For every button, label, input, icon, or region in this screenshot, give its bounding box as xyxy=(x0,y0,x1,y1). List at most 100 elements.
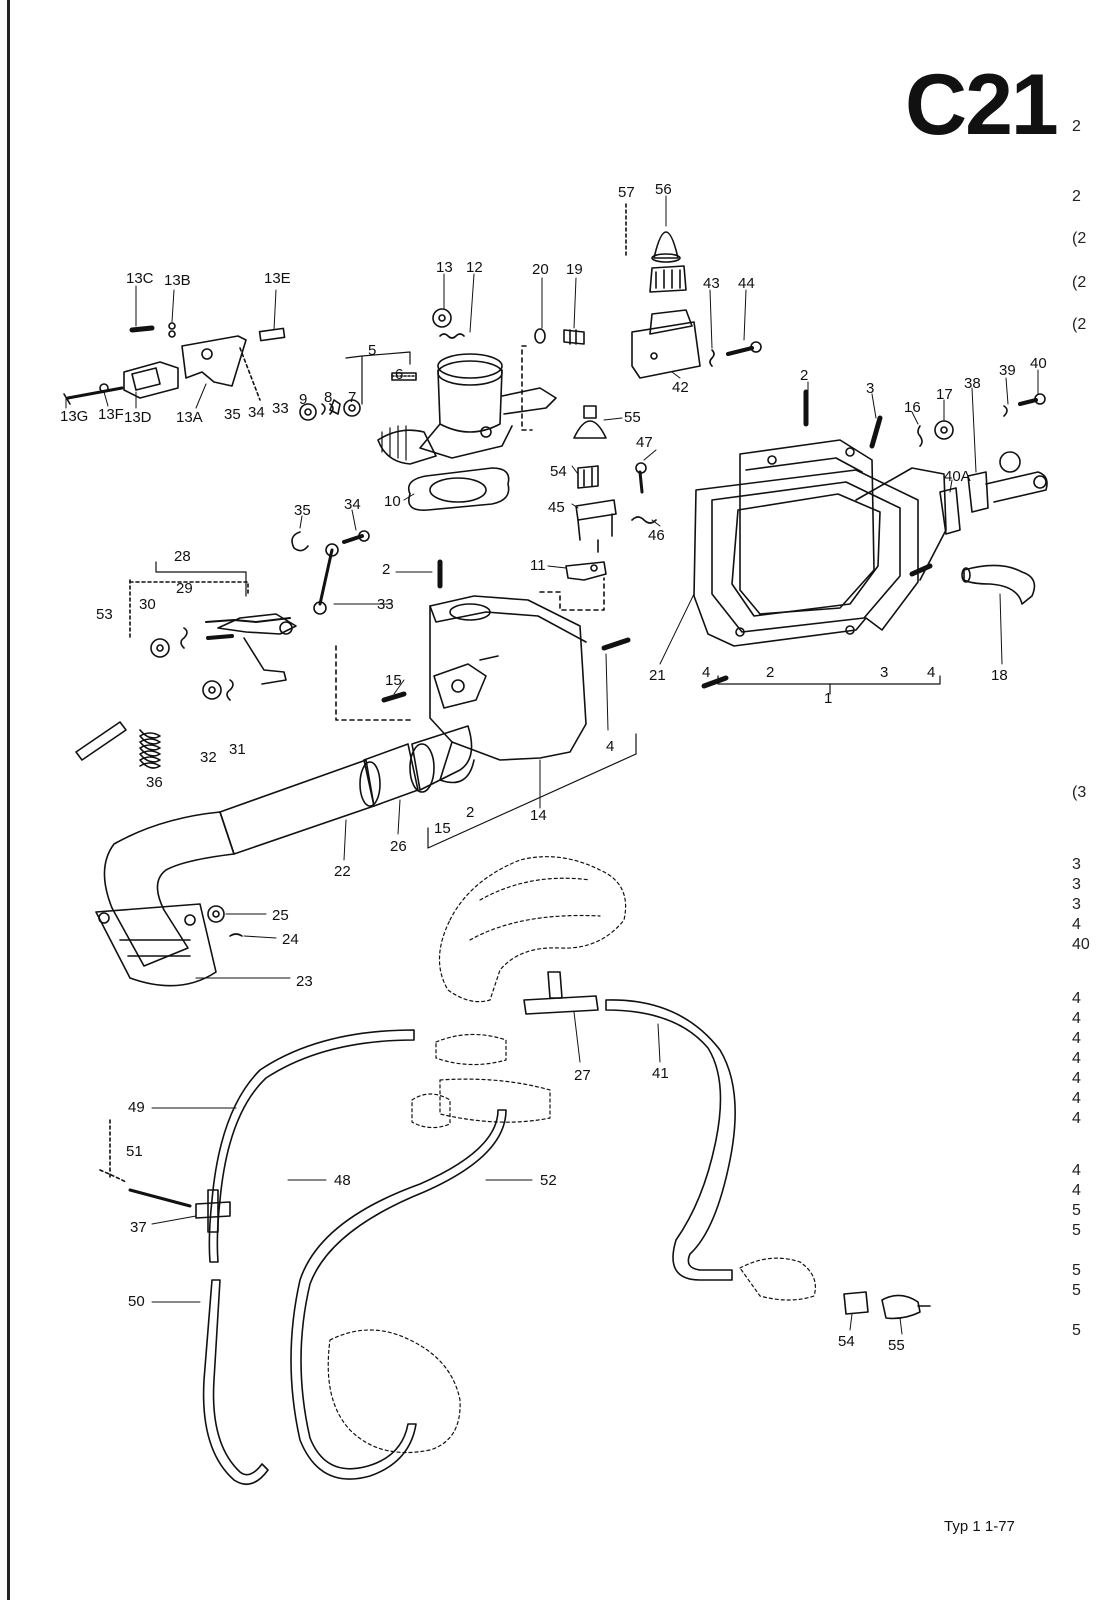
callout-23: 23 xyxy=(296,973,313,990)
tee-connector xyxy=(523,971,736,1281)
callout-11: 11 xyxy=(530,557,546,574)
callout-53: 53 xyxy=(96,606,113,623)
callout-40A: 40A xyxy=(944,468,971,485)
edge-fragment: (2 xyxy=(1072,230,1087,247)
callout-17: 17 xyxy=(936,386,953,403)
edge-fragment: (3 xyxy=(1072,784,1087,801)
callout-26: 26 xyxy=(390,838,407,855)
nut-washer-set xyxy=(299,399,361,421)
hose-end-caps xyxy=(843,1291,931,1320)
callout-46: 46 xyxy=(648,527,665,544)
callout-56: 56 xyxy=(655,181,672,198)
callout-49: 49 xyxy=(128,1099,145,1116)
callout-13F: 13F xyxy=(98,406,124,423)
callout-14: 14 xyxy=(530,807,547,824)
callout-4b: 4 xyxy=(927,664,936,681)
callout-42: 42 xyxy=(672,379,689,396)
page-code: C21 xyxy=(905,57,1059,153)
edge-fragment: 3 xyxy=(1072,896,1081,913)
vacuum-hoses xyxy=(99,1029,507,1486)
edge-fragment: 3 xyxy=(1072,856,1081,873)
callout-2b: 2 xyxy=(800,367,809,384)
callout-15a: 15 xyxy=(385,672,402,689)
callout-34a: 34 xyxy=(248,404,265,421)
callout-20: 20 xyxy=(532,261,549,278)
callout-12: 12 xyxy=(466,259,483,276)
callout-29: 29 xyxy=(176,580,193,597)
callout-2c: 2 xyxy=(766,664,775,681)
throttle-body xyxy=(329,353,557,465)
callout-30: 30 xyxy=(139,596,156,613)
callout-51: 51 xyxy=(126,1143,143,1160)
leader-lines xyxy=(65,195,1039,1335)
callout-13D: 13D xyxy=(124,409,152,426)
callout-25: 25 xyxy=(272,907,289,924)
reference-outline-parts xyxy=(327,856,816,1454)
callout-5: 5 xyxy=(368,342,377,359)
throttle-cable-bracket xyxy=(63,322,286,405)
edge-fragment: 5 xyxy=(1072,1282,1081,1299)
pressure-sensor xyxy=(625,203,701,379)
callout-54b: 54 xyxy=(838,1333,855,1350)
edge-fragment: 4 xyxy=(1072,916,1081,933)
callout-13A: 13A xyxy=(176,409,203,426)
callout-13C: 13C xyxy=(126,270,154,287)
callout-7: 7 xyxy=(348,389,357,406)
callout-16: 16 xyxy=(904,399,921,416)
callout-35b: 35 xyxy=(294,502,311,519)
callout-41: 41 xyxy=(652,1065,669,1082)
edge-fragment: (2 xyxy=(1072,274,1087,291)
callout-34b: 34 xyxy=(344,496,361,513)
model-reference: Typ 1 1-77 xyxy=(944,1518,1015,1535)
hose-18 xyxy=(961,564,1036,605)
lever-assembly xyxy=(129,579,415,721)
edge-fragment: 5 xyxy=(1072,1202,1081,1219)
edge-fragment: 4 xyxy=(1072,1050,1081,1067)
callout-18: 18 xyxy=(991,667,1008,684)
callout-45: 45 xyxy=(548,499,565,516)
intake-pipe xyxy=(95,725,473,987)
callout-39: 39 xyxy=(999,362,1016,379)
edge-fragment: 5 xyxy=(1072,1262,1081,1279)
callout-36: 36 xyxy=(146,774,163,791)
callout-38: 38 xyxy=(964,375,981,392)
spring-36 xyxy=(75,721,161,769)
callout-2d: 2 xyxy=(466,804,475,821)
temperature-switch xyxy=(917,393,1048,535)
edge-fragment: 4 xyxy=(1072,1090,1081,1107)
callout-2a: 2 xyxy=(382,561,391,578)
callout-13B: 13B xyxy=(164,272,191,289)
edge-fragment: 4 xyxy=(1072,990,1081,1007)
callout-15b: 15 xyxy=(434,820,451,837)
edge-fragment: 40 xyxy=(1072,936,1090,953)
callout-4c: 4 xyxy=(606,738,615,755)
callout-3a: 3 xyxy=(866,380,875,397)
callout-13E: 13E xyxy=(264,270,291,287)
callout-8: 8 xyxy=(324,389,333,406)
callout-31: 31 xyxy=(229,741,246,758)
edge-fragment: 4 xyxy=(1072,1182,1081,1199)
callout-55b: 55 xyxy=(888,1337,905,1354)
group-brackets xyxy=(155,351,941,849)
nut-13 xyxy=(432,308,465,339)
callout-48: 48 xyxy=(334,1172,351,1189)
control-valve-group xyxy=(539,405,657,611)
callout-33a: 33 xyxy=(272,400,289,417)
callout-43: 43 xyxy=(703,275,720,292)
callout-6: 6 xyxy=(395,366,404,383)
callout-54a: 54 xyxy=(550,463,567,480)
page-binding-edge xyxy=(7,0,10,1600)
edge-fragment: 4 xyxy=(1072,1010,1081,1027)
callout-35a: 35 xyxy=(224,406,241,423)
edge-fragment: 2 xyxy=(1072,188,1081,205)
edge-fragment: 4 xyxy=(1072,1070,1081,1087)
edge-fragment: 4 xyxy=(1072,1162,1081,1179)
edge-fragment: 5 xyxy=(1072,1222,1081,1239)
callout-19: 19 xyxy=(566,261,583,278)
callout-37: 37 xyxy=(130,1219,147,1236)
linkage-rod xyxy=(291,530,370,615)
nut-25 xyxy=(207,905,243,937)
edge-fragment: 2 xyxy=(1072,118,1081,135)
callout-50: 50 xyxy=(128,1293,145,1310)
